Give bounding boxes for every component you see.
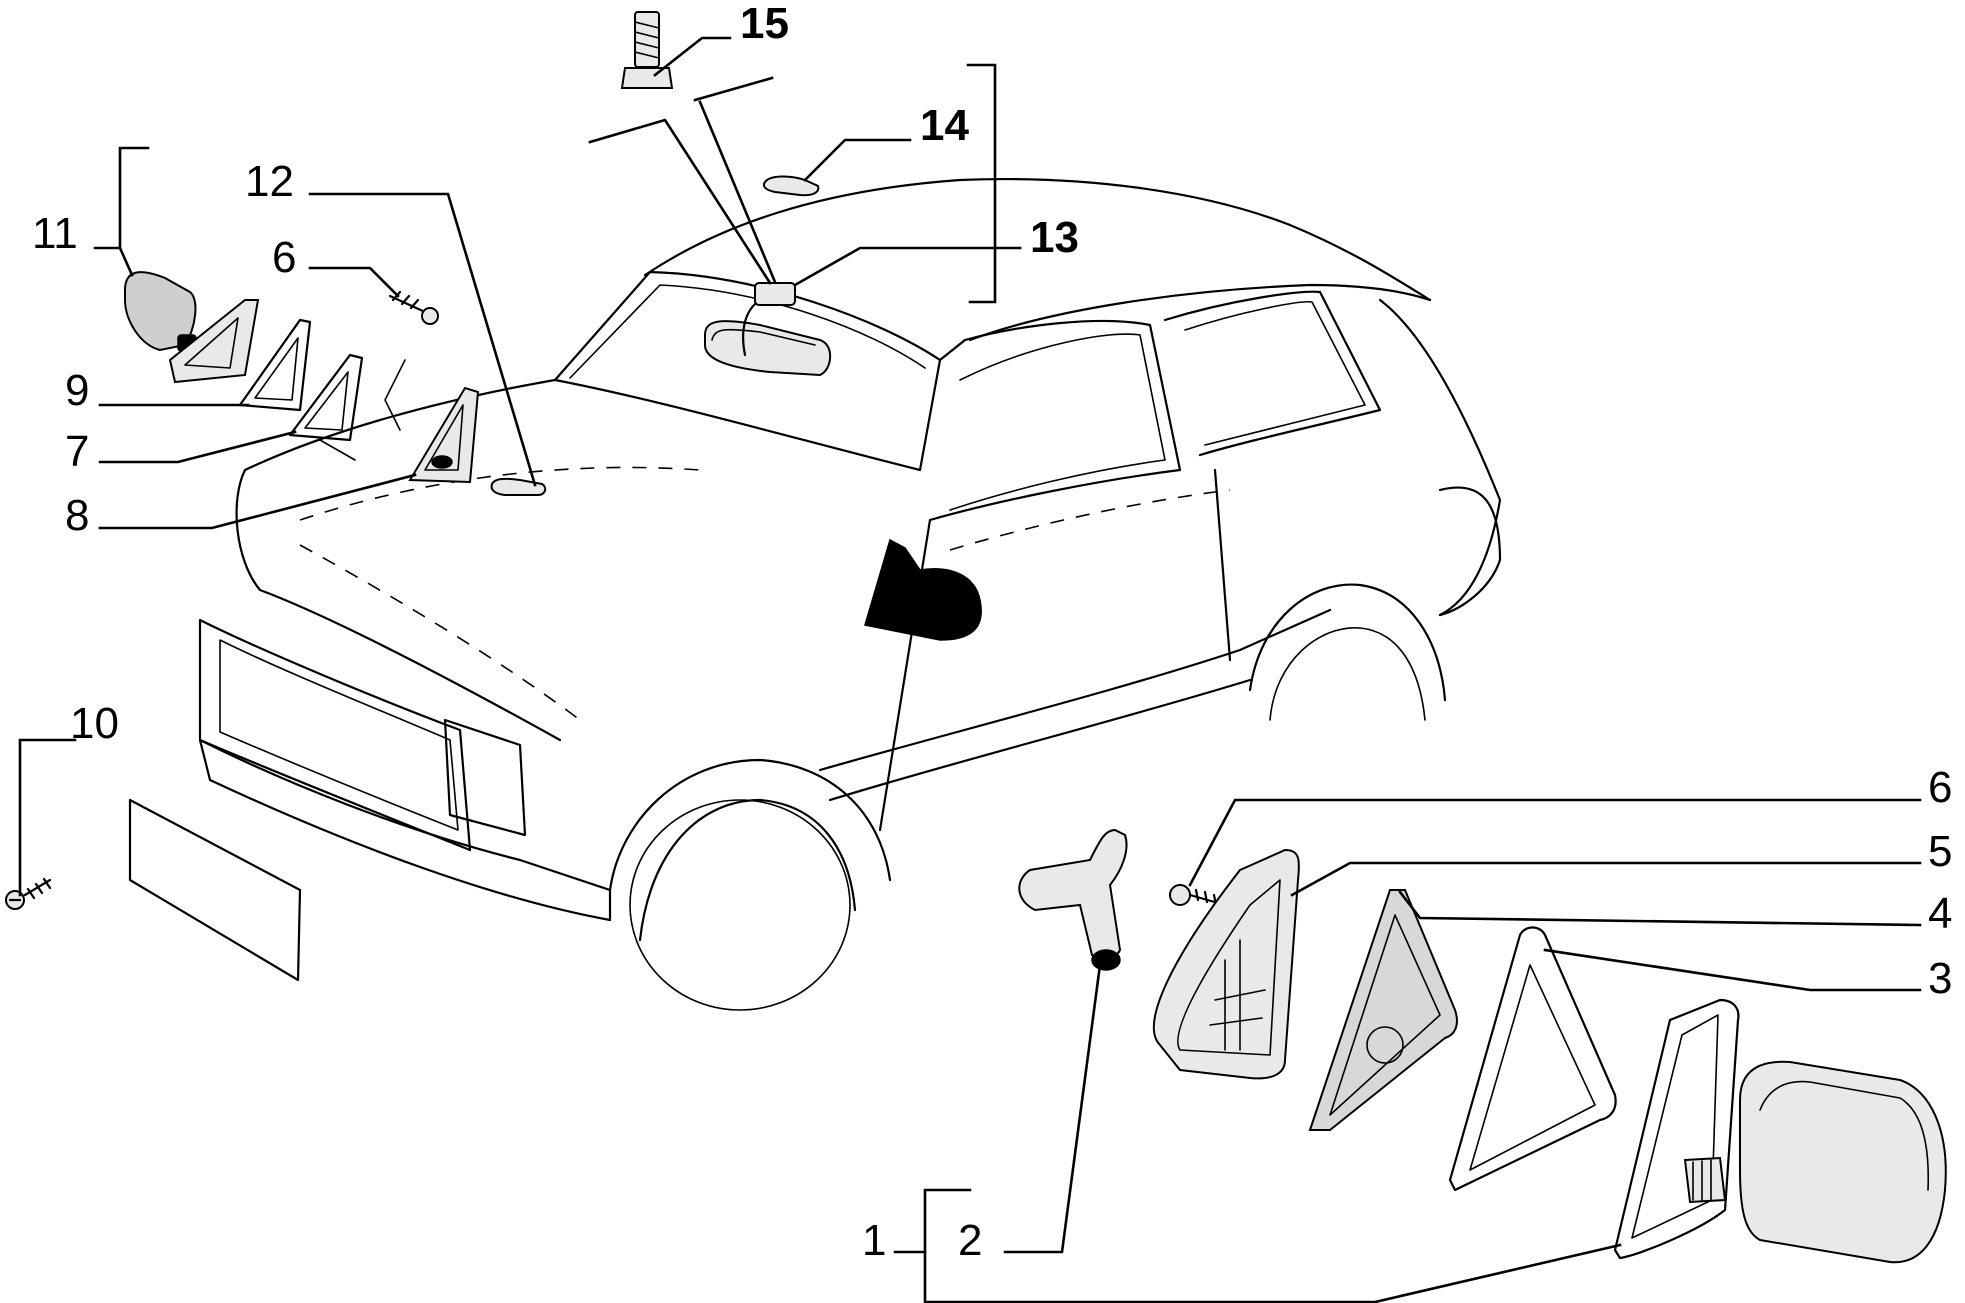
plate-14 — [762, 175, 820, 197]
leader-lines — [18, 36, 1922, 1303]
callout-6-top: 6 — [272, 233, 296, 282]
callout-6-right: 6 — [1928, 763, 1952, 812]
callout-labels: 15 14 13 12 11 6 9 7 8 10 6 5 4 3 2 1 — [32, 0, 1952, 1265]
callout-11: 11 — [32, 209, 78, 258]
callout-14: 14 — [920, 101, 969, 150]
bolt-15 — [620, 11, 674, 89]
callout-10: 10 — [70, 699, 119, 748]
right-mirror-assembly — [1018, 828, 1947, 1264]
callout-12: 12 — [245, 157, 294, 206]
licence-plate-outline — [128, 798, 302, 982]
callout-15: 15 — [740, 0, 789, 48]
car-wing-mirror — [864, 538, 982, 641]
callout-7: 7 — [65, 427, 89, 476]
callout-2: 2 — [958, 1216, 982, 1265]
callout-9: 9 — [65, 366, 89, 415]
callout-3: 3 — [1928, 954, 1952, 1003]
car-body — [198, 177, 1502, 1011]
screw-10 — [5, 877, 52, 910]
callout-13: 13 — [1030, 213, 1079, 262]
left-mirror-assembly — [124, 271, 480, 484]
callout-1: 1 — [862, 1216, 886, 1265]
clip-12 — [490, 477, 547, 496]
callout-4: 4 — [1928, 889, 1952, 938]
callout-5: 5 — [1928, 827, 1952, 876]
interior-rear-view-mirror — [704, 282, 832, 377]
callout-8: 8 — [65, 491, 89, 540]
